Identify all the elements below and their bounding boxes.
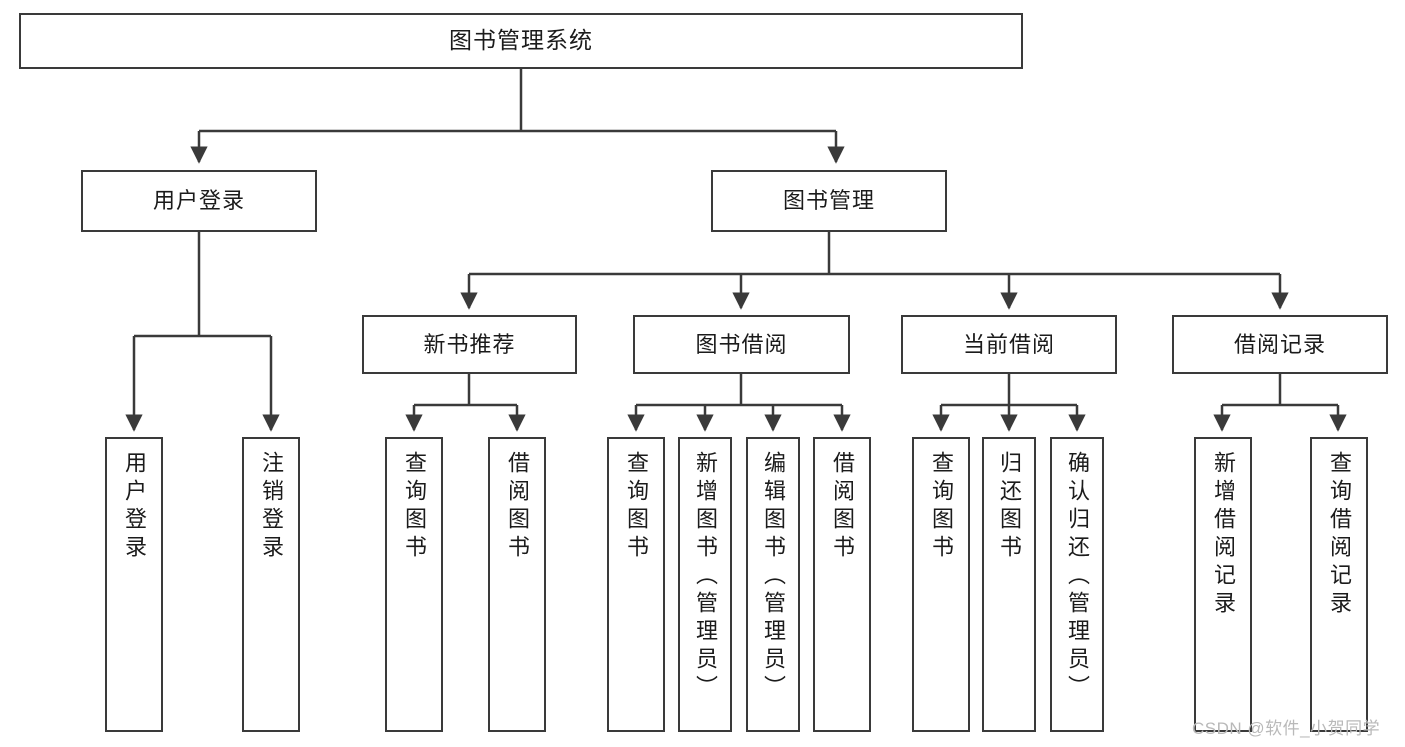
leaf-return-book[interactable]: 归还图书	[982, 437, 1036, 732]
node-label: 查询借阅记录	[1327, 451, 1352, 619]
node-borrow-record[interactable]: 借阅记录	[1172, 315, 1388, 374]
leaf-query-book-recommend[interactable]: 查询图书	[385, 437, 443, 732]
leaf-user-login[interactable]: 用户登录	[105, 437, 163, 732]
node-label: 新书推荐	[423, 331, 516, 357]
node-new-book-recommend[interactable]: 新书推荐	[362, 315, 577, 374]
node-label: 新增借阅记录	[1211, 451, 1236, 619]
node-label: 查询图书	[402, 451, 427, 563]
leaf-add-borrow-record[interactable]: 新增借阅记录	[1194, 437, 1252, 732]
node-user-login[interactable]: 用户登录	[81, 170, 317, 232]
node-label: 图书管理	[782, 188, 875, 214]
node-label: 确认归还（管理员）	[1065, 451, 1090, 703]
node-label: 新增图书（管理员）	[693, 451, 718, 703]
node-label: 查询图书	[624, 451, 649, 563]
node-label: 图书借阅	[695, 331, 788, 357]
leaf-borrow-book-recommend[interactable]: 借阅图书	[488, 437, 546, 732]
node-label: 借阅记录	[1233, 331, 1326, 357]
leaf-edit-book-admin[interactable]: 编辑图书（管理员）	[746, 437, 800, 732]
node-label: 借阅图书	[830, 451, 855, 563]
node-label: 用户登录	[152, 188, 245, 214]
node-label: 编辑图书（管理员）	[761, 451, 786, 703]
leaf-query-borrow-record[interactable]: 查询借阅记录	[1310, 437, 1368, 732]
watermark: CSDN @软件_小贺同学	[1192, 719, 1381, 738]
node-label: 查询图书	[929, 451, 954, 563]
leaf-confirm-return-admin[interactable]: 确认归还（管理员）	[1050, 437, 1104, 732]
node-label: 用户登录	[122, 451, 147, 563]
node-label: 注销登录	[259, 451, 284, 563]
node-label: 借阅图书	[505, 451, 530, 563]
node-current-borrow[interactable]: 当前借阅	[901, 315, 1117, 374]
node-label: 图书管理系统	[449, 27, 593, 54]
leaf-query-book-borrow[interactable]: 查询图书	[607, 437, 665, 732]
node-label: 当前借阅	[962, 331, 1055, 357]
leaf-logout[interactable]: 注销登录	[242, 437, 300, 732]
node-book-borrow[interactable]: 图书借阅	[633, 315, 850, 374]
leaf-query-book-current[interactable]: 查询图书	[912, 437, 970, 732]
node-label: 归还图书	[997, 451, 1022, 563]
leaf-borrow-book[interactable]: 借阅图书	[813, 437, 871, 732]
node-book-management[interactable]: 图书管理	[711, 170, 947, 232]
leaf-add-book-admin[interactable]: 新增图书（管理员）	[678, 437, 732, 732]
node-root-book-management-system[interactable]: 图书管理系统	[19, 13, 1023, 69]
